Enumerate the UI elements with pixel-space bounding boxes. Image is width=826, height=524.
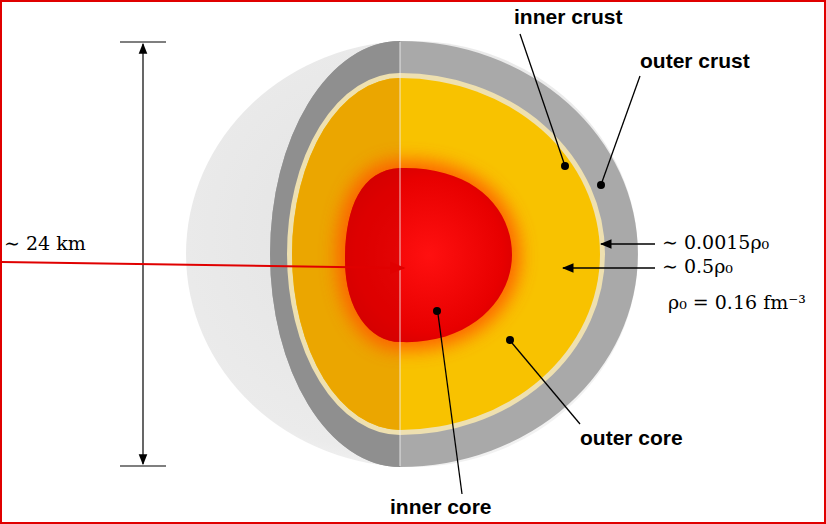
density-label: ∼ 0.0015ρ₀: [662, 231, 769, 254]
layer-label: outer crust: [640, 48, 750, 73]
density-label: ∼ 0.5ρ₀: [662, 255, 733, 278]
layer-label: inner core: [390, 494, 492, 519]
layer-label: outer core: [580, 425, 683, 450]
layer-label: inner crust: [514, 4, 623, 29]
dimension-label: ∼ 24 km: [4, 232, 86, 255]
density-note: ρ₀ = 0.16 fm⁻³: [668, 291, 806, 314]
